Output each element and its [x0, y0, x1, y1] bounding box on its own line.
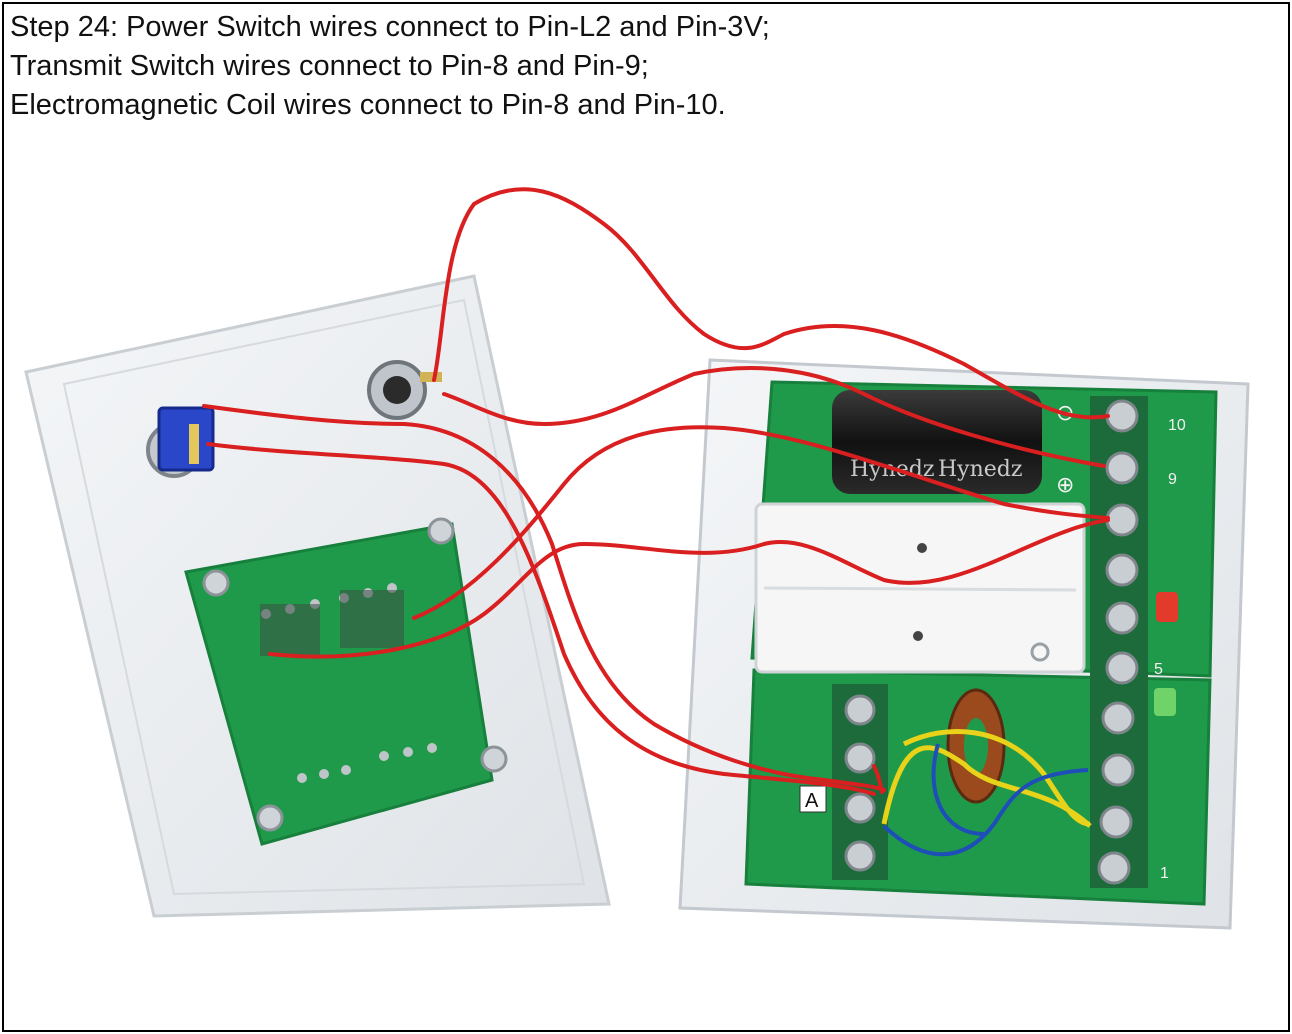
green-led [1154, 688, 1176, 716]
caption-line-1: Step 24: Power Switch wires connect to P… [10, 11, 770, 43]
yellow-wire [902, 729, 1091, 827]
blue-wire [931, 743, 985, 836]
label-a-box [799, 785, 827, 813]
battery-spring-icon [1030, 642, 1050, 662]
caption: Step 24: Power Switch wires connect to P… [10, 8, 1210, 125]
terminal-label-10: 10 [1168, 417, 1186, 434]
transmit-switch [367, 360, 442, 420]
red-led [1156, 592, 1178, 622]
screw-icon [202, 569, 230, 597]
power-switch [146, 406, 215, 478]
red-wires [202, 187, 1110, 796]
pcb-relay-pad [340, 590, 404, 648]
pcb-relay-pad [260, 604, 320, 656]
caption-line-2: Transmit Switch wires connect to Pin-8 a… [10, 50, 649, 82]
yellow-wire [881, 745, 1092, 828]
left-panel-inner-edge [62, 298, 586, 896]
assembly-photo: Hynedz Hynedz 10 9 5 [24, 187, 1250, 930]
screw-icon [480, 745, 508, 773]
terminal-label-5: 5 [1154, 661, 1163, 678]
blue-wire [882, 768, 1089, 857]
terminal-label-1: 1 [1160, 865, 1169, 882]
capacitor [832, 390, 1042, 494]
screw-icon [427, 517, 455, 545]
polarity-plus: ⊕ [1056, 473, 1074, 498]
terminal-label-9: 9 [1168, 471, 1177, 488]
screw-icon [256, 804, 284, 832]
caption-line-3: Electromagnetic Coil wires connect to Pi… [10, 89, 726, 121]
label-a: A [805, 790, 819, 812]
capacitor-brand-label: Hynedz [938, 457, 1022, 482]
terminal-block-right [1090, 396, 1148, 888]
